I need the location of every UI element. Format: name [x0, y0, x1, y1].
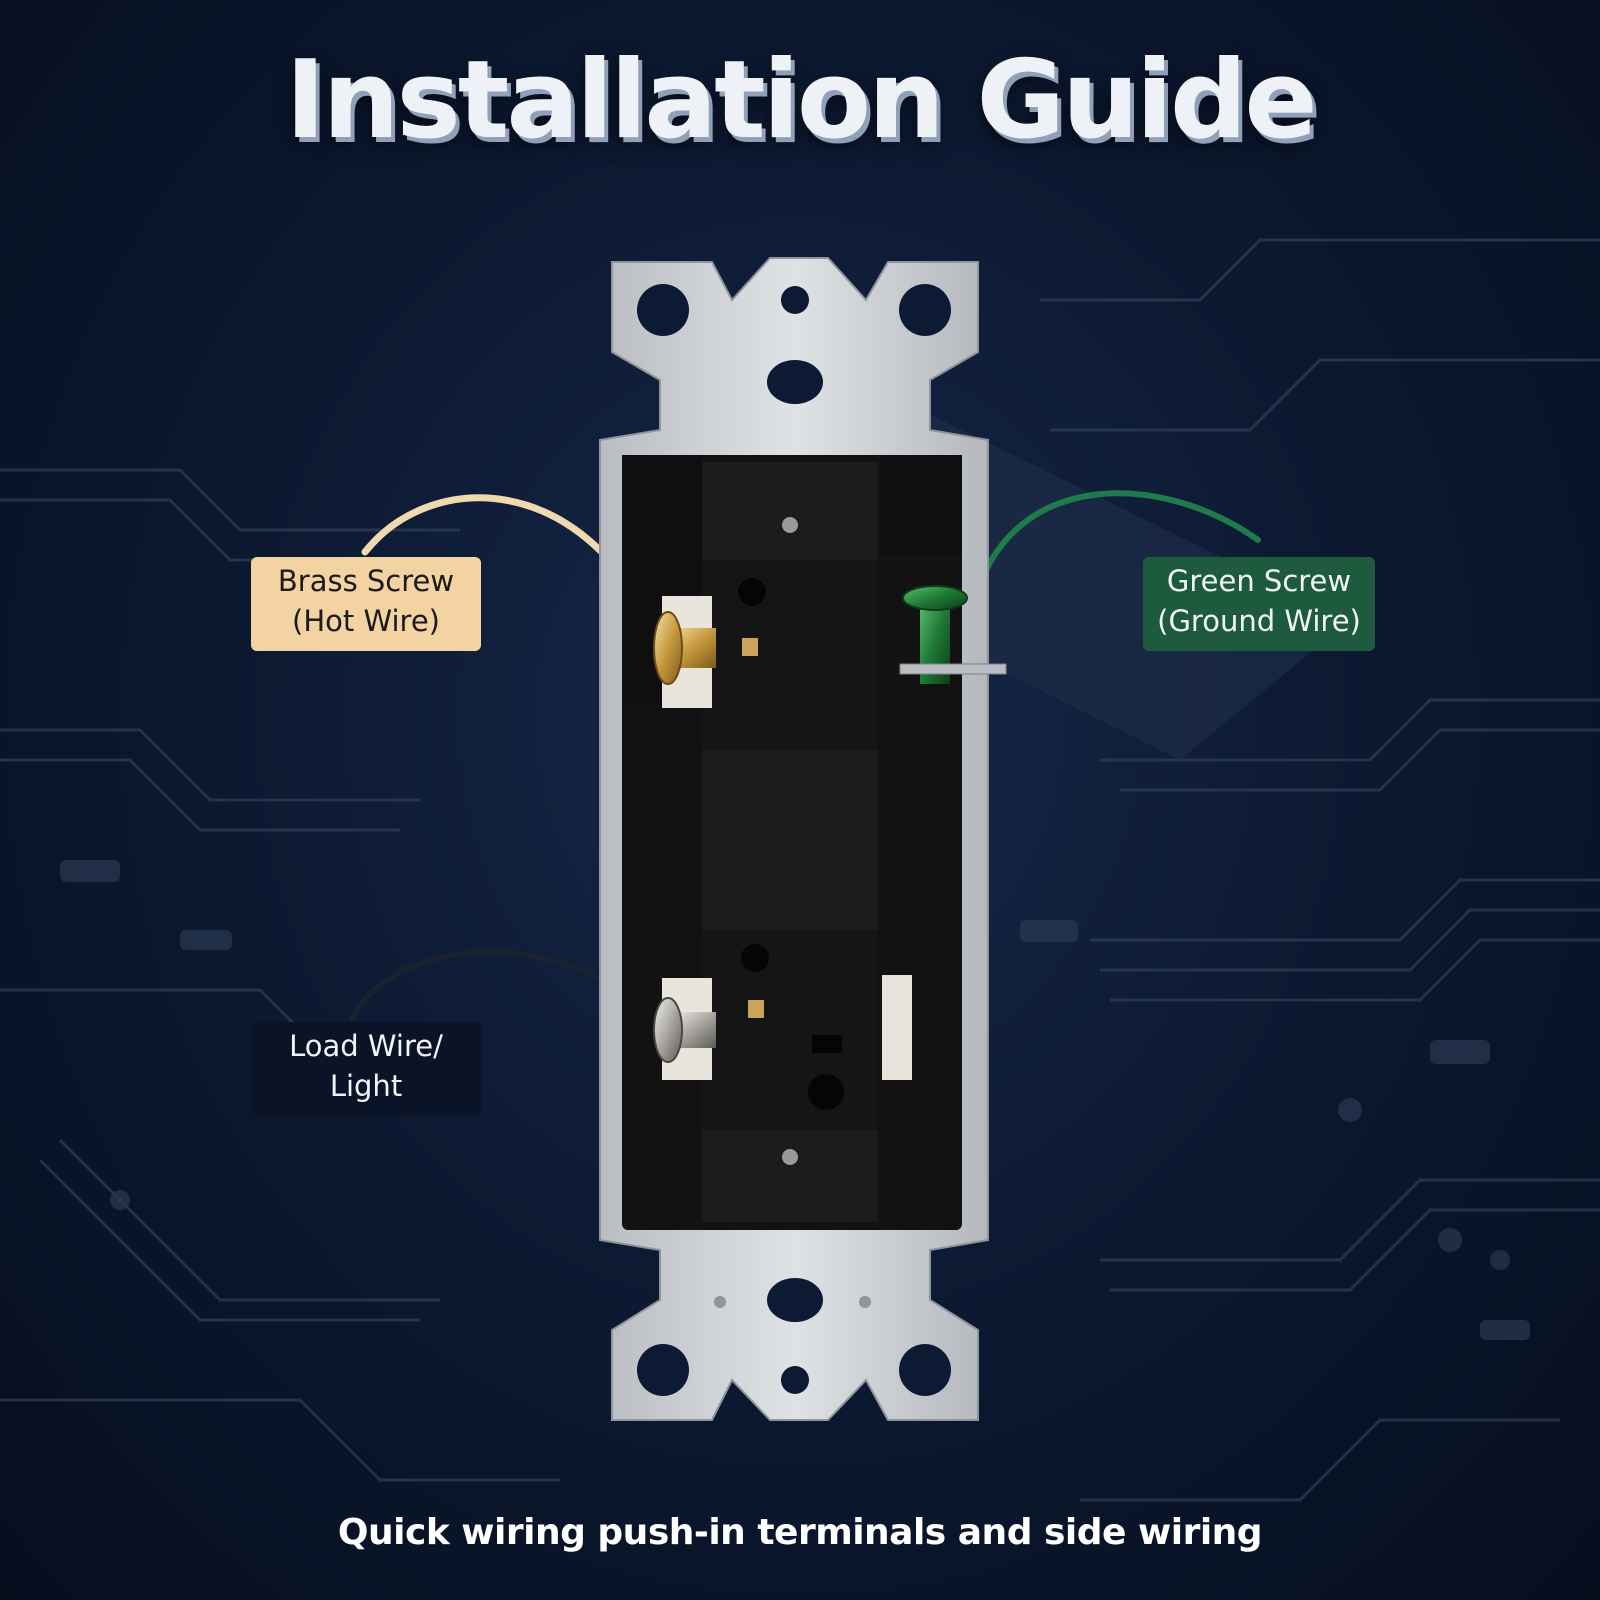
brass-callout-line2: (Hot Wire) — [292, 604, 440, 638]
load-wire-callout: Load Wire/ Light — [251, 1022, 481, 1116]
circuit-components — [60, 860, 1530, 1340]
page-title: Installation Guide — [285, 38, 1317, 163]
green-screw-icon — [899, 585, 1007, 684]
load-callout-line2: Light — [329, 1069, 403, 1103]
brass-callout-line1: Brass Screw — [277, 564, 455, 598]
green-callout-line2: (Ground Wire) — [1157, 604, 1361, 638]
brass-screw-callout: Brass Screw (Hot Wire) — [251, 557, 481, 651]
page-subtitle: Quick wiring push-in terminals and side … — [337, 1512, 1263, 1553]
green-callout-line1: Green Screw — [1166, 564, 1352, 598]
load-callout-line1: Load Wire/ — [289, 1029, 443, 1063]
green-screw-callout: Green Screw (Ground Wire) — [1143, 557, 1375, 651]
circuit-traces — [0, 238, 1600, 1502]
load-screw-icon — [653, 997, 716, 1063]
brass-screw-icon — [653, 611, 716, 685]
switch-body — [622, 455, 962, 1230]
green-wire — [972, 490, 1261, 603]
